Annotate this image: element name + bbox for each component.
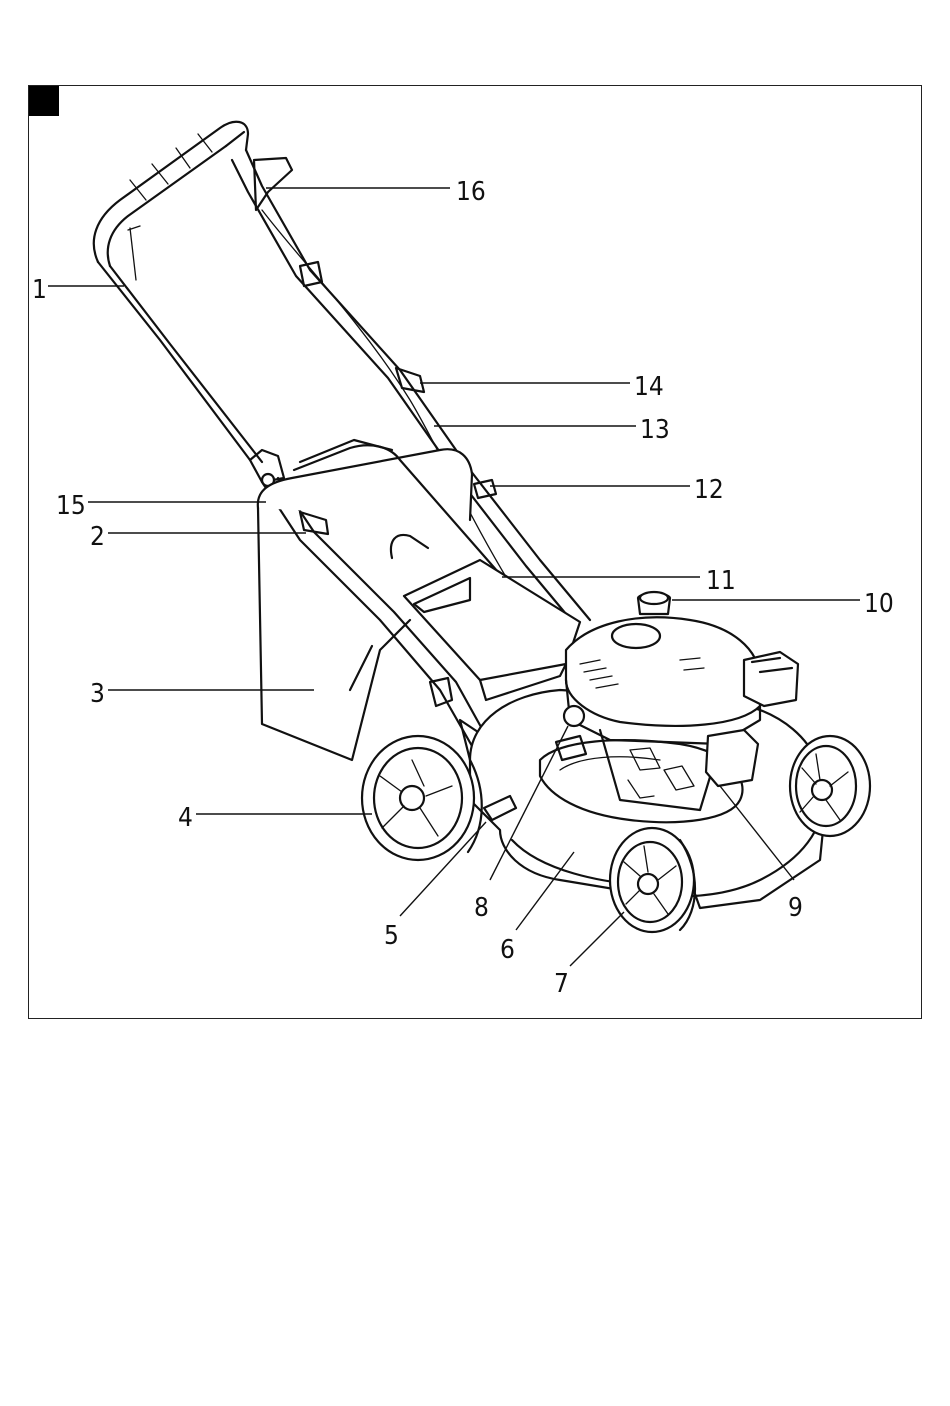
callout-5: 5 — [384, 921, 399, 951]
callout-4: 4 — [178, 803, 193, 833]
callout-9: 9 — [788, 893, 803, 923]
callout-2: 2 — [90, 522, 105, 552]
callout-15: 15 — [56, 491, 86, 521]
callout-14: 14 — [634, 372, 664, 402]
callout-10: 10 — [864, 589, 894, 619]
callout-12: 12 — [694, 475, 724, 505]
callout-7: 7 — [554, 969, 569, 999]
callout-11: 11 — [706, 566, 736, 596]
handle-drawing — [94, 122, 590, 626]
callout-6: 6 — [500, 935, 515, 965]
callout-13: 13 — [640, 415, 670, 445]
callout-3: 3 — [90, 679, 105, 709]
callout-1: 1 — [32, 275, 47, 305]
callout-8: 8 — [474, 893, 489, 923]
callout-16: 16 — [456, 177, 486, 207]
leader-7 — [570, 912, 624, 966]
